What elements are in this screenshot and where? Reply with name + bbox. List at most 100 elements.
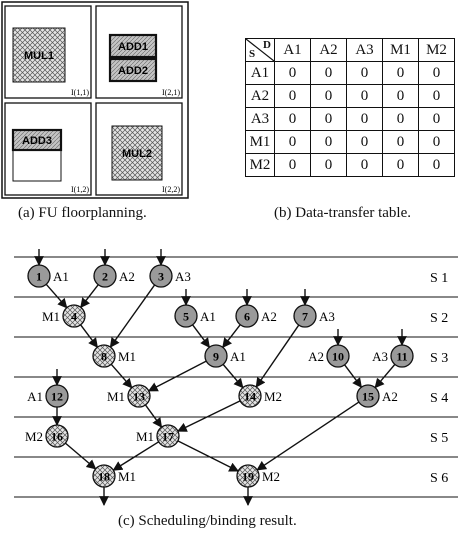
dependency-edge [344,364,362,388]
fu-floorplan: I(1,1)MUL1I(2,1)ADD1ADD2I(1,2)ADD3I(2,2)… [1,1,189,199]
operation-id: 19 [242,470,254,484]
table-cell: 0 [310,107,347,131]
functional-unit-label: MUL1 [24,50,54,62]
operation-circle [174,304,198,328]
table-cell: 0 [346,61,383,85]
floorplan-frame [1,1,189,199]
operation-node: 18 M1 [92,464,136,488]
operation-circle [127,384,151,408]
region-label: I(1,1) [71,88,89,97]
table-row-header: A3 [245,107,275,131]
dependency-edge [110,363,133,389]
functional-unit-label: ADD3 [22,135,52,147]
table-cell: 0 [382,153,419,177]
table-cell: 0 [418,107,455,131]
table-cell: 0 [346,84,383,108]
dependency-edge [374,363,396,389]
table-col-header: M2 [418,38,455,62]
table-cell: 0 [274,61,311,85]
fu-binding-label: M1 [136,429,154,444]
functional-unit [11,128,63,152]
operation-node: 7 A3 [293,304,335,328]
operation-circle [326,344,350,368]
step-label: S 1 [430,271,448,286]
step-label: S 4 [430,391,448,406]
operation-circle [93,264,117,288]
operation-circle [236,464,260,488]
operation-circle [238,384,262,408]
fu-binding-label: A3 [319,309,335,324]
dependency-edge [80,284,99,309]
dependency-edge [45,283,68,309]
table-cell: 0 [346,130,383,154]
table-cell: 0 [382,61,419,85]
operation-id: 5 [183,310,189,324]
operation-circle [62,304,86,328]
dependency-edge [147,360,207,392]
fu-binding-label: A3 [175,269,191,284]
table-cell: 0 [274,107,311,131]
operation-circle [235,304,259,328]
table-cell: 0 [382,107,419,131]
step-label: S 3 [430,351,448,366]
operation-id: 9 [213,350,219,364]
operation-circle [390,344,414,368]
table-row-header: M1 [245,130,275,154]
functional-unit-label: ADD1 [118,41,148,53]
operation-id: 3 [158,270,164,284]
operation-id: 15 [362,390,374,404]
operation-id: 11 [396,350,407,364]
operation-id: 16 [51,430,63,444]
step-label: S 6 [430,471,448,486]
dependency-edge [80,324,98,348]
source-label: S [249,48,256,60]
fu-binding-label: A1 [200,309,216,324]
fu-binding-label: M1 [118,469,136,484]
caption-schedule: (c) Scheduling/binding result. [118,513,297,529]
region-label: I(1,2) [71,185,89,194]
fu-binding-label: A2 [308,349,324,364]
table-col-header: A3 [346,38,383,62]
table-cell: 0 [274,130,311,154]
table-cell: 0 [382,130,419,154]
operation-circle [204,344,228,368]
table-cell: 0 [418,84,455,108]
dependency-edge [192,324,210,348]
operation-node: 2 A2 [93,264,135,288]
table-row-header: A2 [245,84,275,108]
operation-node: 4M1 [42,304,86,328]
table-row-header: A1 [245,61,275,85]
operation-circle [45,424,69,448]
corner-diagonal [246,39,274,61]
dependency-edge [177,400,241,432]
dependency-edge [255,324,300,388]
table-cell: 0 [274,84,311,108]
table-cell: 0 [346,107,383,131]
operation-id: 18 [98,470,110,484]
table-cell: 0 [310,61,347,85]
fu-binding-label: A1 [53,269,69,284]
operation-id: 2 [102,270,108,284]
functional-unit [108,33,158,59]
operation-node: 3 A3 [149,264,191,288]
fu-binding-label: M2 [262,469,280,484]
operation-id: 6 [244,310,250,324]
dependency-edge [222,324,241,349]
table-cell: 0 [418,130,455,154]
dependency-edge [256,401,360,471]
operation-circle [27,264,51,288]
fu-binding-label: M2 [264,389,282,404]
fu-binding-label: A2 [119,269,135,284]
operation-id: 7 [302,310,308,324]
dependency-edge [109,284,156,348]
